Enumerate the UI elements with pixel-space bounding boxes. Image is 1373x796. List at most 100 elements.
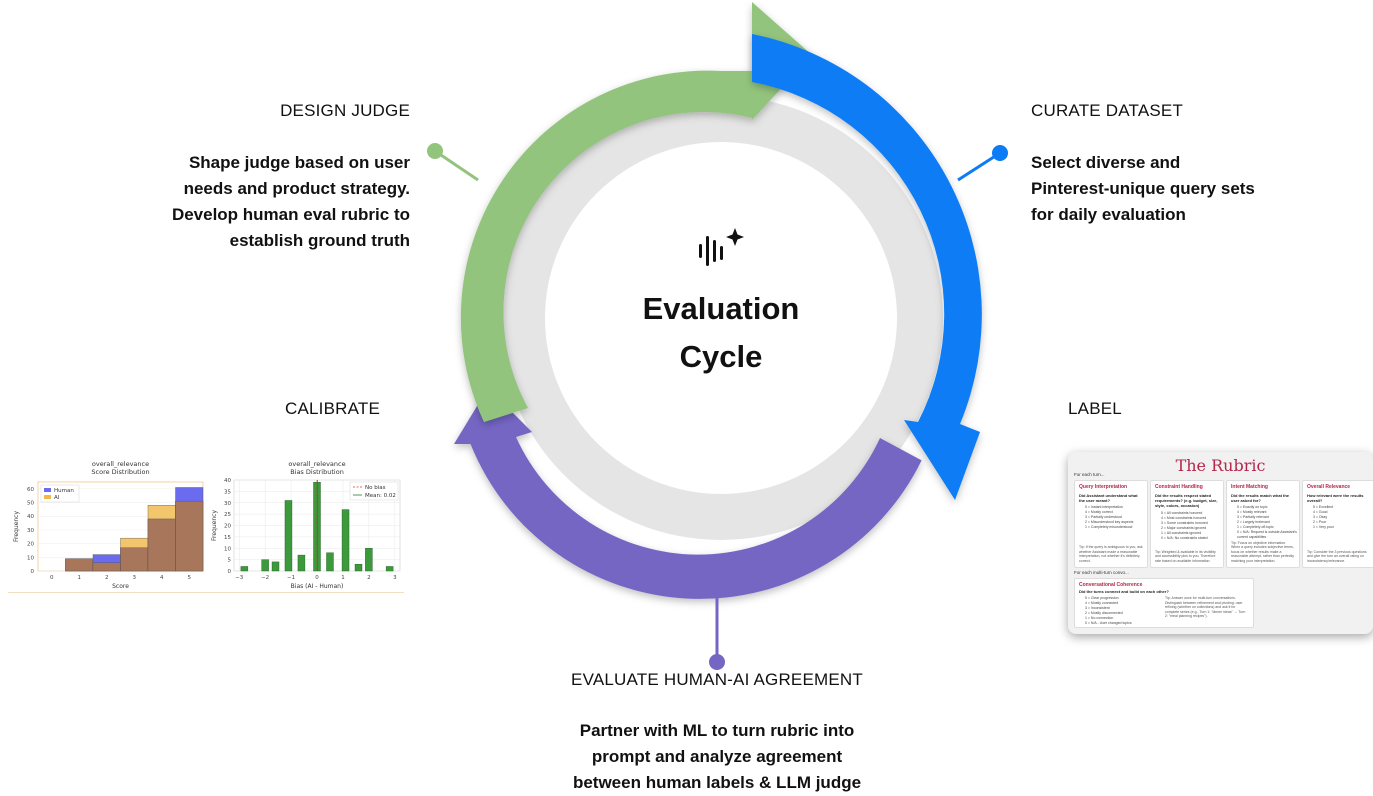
rubric-item: 0 = N/A: Request is outside Assistant's … bbox=[1237, 530, 1297, 539]
rubric-item: 2 = Poor bbox=[1313, 520, 1327, 524]
x-tick-label: 5 bbox=[188, 575, 192, 581]
rubric-card-question: Did the results respect stated requireme… bbox=[1155, 493, 1218, 508]
rubric-card-tip: Tip: If the query is ambiguous to you, a… bbox=[1079, 545, 1143, 563]
x-tick-label: 4 bbox=[160, 575, 164, 581]
evaluate-desc-line: Partner with ML to turn rubric into bbox=[579, 721, 855, 740]
legend-label: Mean: 0.02 bbox=[365, 493, 396, 499]
rubric-item: 0 = N/A: No constraints stated bbox=[1161, 536, 1208, 540]
bias-bar bbox=[271, 561, 280, 572]
legend-label: AI bbox=[54, 495, 60, 501]
x-tick-label: 0 bbox=[50, 575, 54, 581]
overlap-bar bbox=[147, 518, 176, 572]
rubric-item: 0 = N/A - User changed topics bbox=[1085, 621, 1132, 625]
curate-stage-desc: Select diverse and Pinterest-unique quer… bbox=[1031, 150, 1351, 228]
chart-title: overall_relevance bbox=[288, 460, 345, 468]
overlap-bar bbox=[120, 547, 149, 572]
center-title: Evaluation Cycle bbox=[621, 285, 821, 381]
rubric-item: 5 = Clear progression bbox=[1085, 596, 1119, 600]
rubric-card-question: Did the results match what the user aske… bbox=[1231, 493, 1290, 503]
rubric-card-items: 5 = All constraints honored 4 = Most con… bbox=[1161, 511, 1208, 541]
rubric-card-conversational-coherence: Conversational Coherence Did the turns c… bbox=[1074, 578, 1254, 628]
label-stage-title: LABEL bbox=[1068, 399, 1122, 418]
rubric-card-items: 5 = Excellent 4 = Good 3 = Okay 2 = Poor… bbox=[1313, 505, 1334, 530]
evaluate-desc-line: between human labels & LLM judge bbox=[572, 773, 862, 792]
legend-label: Human bbox=[54, 488, 74, 494]
evaluate-stage-desc: Partner with ML to turn rubric into prom… bbox=[517, 718, 917, 796]
x-axis-label: Bias (AI - Human) bbox=[291, 583, 344, 590]
rubric-item: 3 = Okay bbox=[1313, 515, 1328, 519]
rubric-card-head: Constraint Handling bbox=[1155, 484, 1203, 490]
center-title-line1: Evaluation bbox=[642, 291, 800, 326]
rubric-card-tip: Tip: Focus on objective information. Whe… bbox=[1231, 540, 1295, 563]
x-tick-label: 3 bbox=[393, 575, 397, 581]
y-tick-label: 15 bbox=[224, 535, 231, 541]
rubric-item: 4 = Mostly relevant bbox=[1237, 510, 1267, 514]
design-desc-line: establish ground truth bbox=[229, 231, 410, 250]
curate-dot bbox=[992, 145, 1008, 161]
y-tick-label: 0 bbox=[31, 569, 35, 575]
overlap-bar bbox=[92, 562, 121, 572]
rubric-card-items: 5 = Exactly on topic 4 = Mostly relevant… bbox=[1237, 505, 1299, 540]
curate-desc-line: Pinterest-unique query sets bbox=[1031, 179, 1255, 198]
rubric-card-query-interpretation: Query Interpretation Did Assistant under… bbox=[1074, 480, 1148, 568]
rubric-card-head: Query Interpretation bbox=[1079, 484, 1128, 490]
calibrate-stage-title: CALIBRATE bbox=[285, 399, 381, 418]
design-connector bbox=[434, 149, 479, 182]
y-tick-label: 20 bbox=[27, 542, 34, 548]
rubric-card-constraint-handling: Constraint Handling Did the results resp… bbox=[1150, 480, 1224, 568]
y-tick-label: 0 bbox=[228, 569, 232, 575]
rubric-item: 5 = Excellent bbox=[1313, 505, 1334, 509]
curate-desc-line: Select diverse and bbox=[1031, 153, 1181, 172]
legend-swatch-human bbox=[44, 488, 51, 492]
y-axis-label: Frequency bbox=[13, 511, 20, 542]
rubric-item: 4 = Most constraints honored bbox=[1161, 516, 1207, 520]
x-tick-label: −3 bbox=[235, 575, 244, 581]
rubric-title: The Rubric bbox=[1175, 456, 1266, 475]
bias-bar bbox=[385, 566, 394, 572]
chart-title: overall_relevance bbox=[92, 460, 149, 468]
legend-box bbox=[349, 481, 399, 501]
bias-bar bbox=[354, 563, 363, 572]
chart-subtitle: Bias Distribution bbox=[290, 468, 344, 476]
rubric-card-head: Intent Matching bbox=[1231, 484, 1268, 490]
bias-bar bbox=[240, 566, 249, 572]
x-tick-label: 1 bbox=[78, 575, 82, 581]
x-tick-label: 0 bbox=[315, 575, 319, 581]
chart-subtitle: Score Distribution bbox=[91, 468, 149, 476]
design-desc-line: needs and product strategy. bbox=[183, 179, 410, 198]
sparkle-waveform-icon bbox=[699, 228, 744, 266]
evaluate-desc-line: prompt and analyze agreement bbox=[591, 747, 843, 766]
design-stage-desc: Shape judge based on user needs and prod… bbox=[100, 150, 410, 254]
y-tick-label: 60 bbox=[27, 487, 34, 493]
rubric-card: The Rubric For each turn... Query Interp… bbox=[1068, 452, 1373, 634]
rubric-card-items: 5 = Clear progression 4 = Mostly connect… bbox=[1085, 596, 1132, 626]
y-axis-label: Frequency bbox=[211, 510, 218, 541]
curate-stage-title: CURATE DATASET bbox=[1031, 101, 1184, 120]
rubric-card-intent-matching: Intent Matching Did the results match wh… bbox=[1226, 480, 1300, 568]
center-title-line2: Cycle bbox=[679, 339, 763, 374]
y-tick-label: 40 bbox=[27, 514, 34, 520]
rubric-card-overall-relevance: Overall Relevance How relevant were the … bbox=[1302, 480, 1373, 568]
design-desc-line: Shape judge based on user bbox=[188, 153, 410, 172]
rubric-item: 3 = Some constraints honored bbox=[1161, 521, 1208, 525]
bias-bar bbox=[297, 554, 306, 572]
bias-bar bbox=[341, 509, 350, 572]
y-tick-label: 5 bbox=[228, 558, 232, 564]
y-tick-label: 25 bbox=[224, 512, 231, 518]
center-disc bbox=[545, 142, 897, 494]
evaluate-arrow bbox=[454, 388, 922, 599]
overlap-bar bbox=[65, 558, 94, 572]
rubric-item: 1 = Completely misunderstood bbox=[1085, 525, 1133, 529]
legend-swatch-ai bbox=[44, 495, 51, 499]
x-tick-label: −2 bbox=[261, 575, 269, 581]
bias-bar bbox=[326, 552, 334, 572]
rubric-item: 3 = Partially understood bbox=[1085, 515, 1122, 519]
y-tick-label: 50 bbox=[27, 501, 34, 507]
rubric-item: 2 = Major constraints ignored bbox=[1161, 526, 1207, 530]
rubric-item: 4 = Mostly connected bbox=[1085, 601, 1119, 605]
bias-bar bbox=[284, 500, 293, 572]
rubric-card-tip: Tip: Answer once for multi-turn conversa… bbox=[1165, 596, 1246, 618]
rubric-card-question: How relevant were the results overall? bbox=[1307, 493, 1364, 503]
